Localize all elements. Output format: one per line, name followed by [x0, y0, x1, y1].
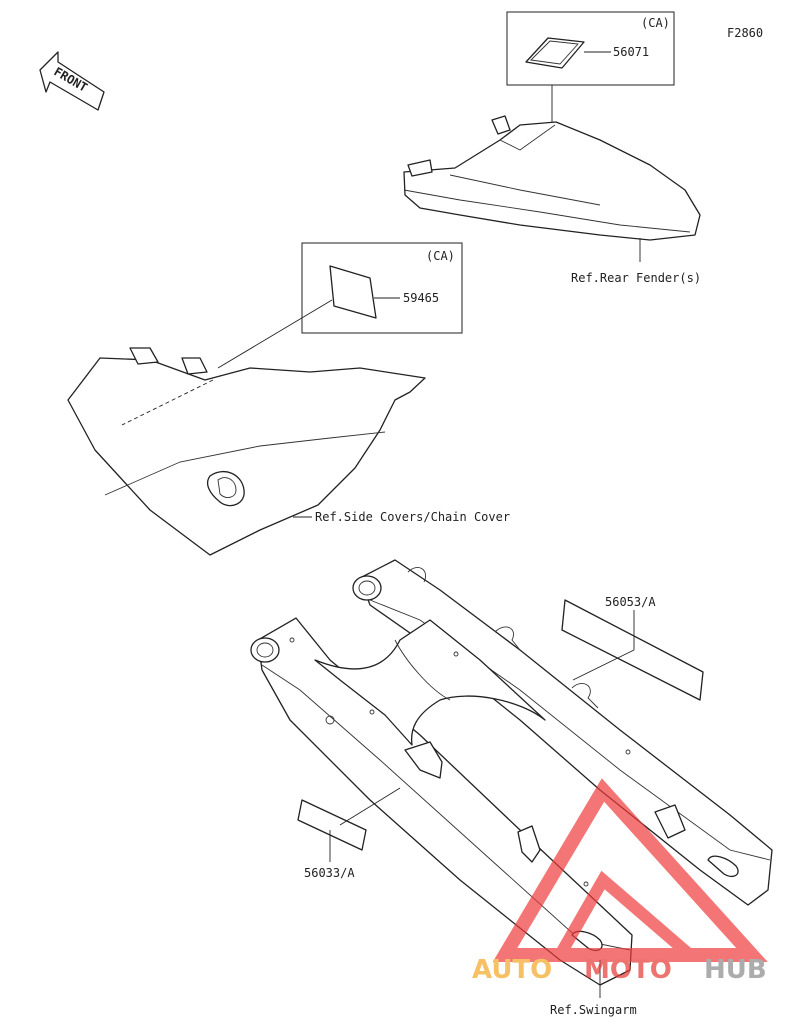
ca-label-top: (CA) — [641, 16, 670, 30]
callout-box-59465: (CA) 59465 — [301, 242, 463, 334]
side-cover — [67, 347, 426, 556]
watermark-hub: HUB — [704, 955, 767, 985]
ref-side-covers-label: Ref.Side Covers/Chain Cover — [315, 510, 510, 524]
part-number-56053a: 56053/A — [605, 595, 656, 609]
ca-label-mid: (CA) — [426, 249, 455, 263]
figure-code: F2860 — [727, 26, 763, 40]
decal-56053a: 56053/A — [561, 595, 704, 701]
decal-56033a: 56033/A — [297, 787, 401, 880]
watermark-auto: AUTO — [472, 955, 552, 985]
watermark-logo: AUTO MOTO HUB — [472, 778, 768, 985]
watermark-triangle-icon — [492, 778, 768, 962]
ref-swingarm-label: Ref.Swingarm — [550, 1003, 637, 1017]
front-arrow-icon: FRONT — [39, 51, 105, 111]
ref-rear-fender-label: Ref.Rear Fender(s) — [571, 271, 701, 285]
part-number-59465: 59465 — [403, 291, 439, 305]
callout-box-56071: (CA) 56071 — [506, 11, 675, 86]
swingarm — [250, 559, 773, 986]
part-number-56071: 56071 — [613, 45, 649, 59]
watermark-moto: MOTO — [584, 955, 672, 985]
part-number-56033a: 56033/A — [304, 866, 355, 880]
rear-fender — [403, 115, 701, 241]
